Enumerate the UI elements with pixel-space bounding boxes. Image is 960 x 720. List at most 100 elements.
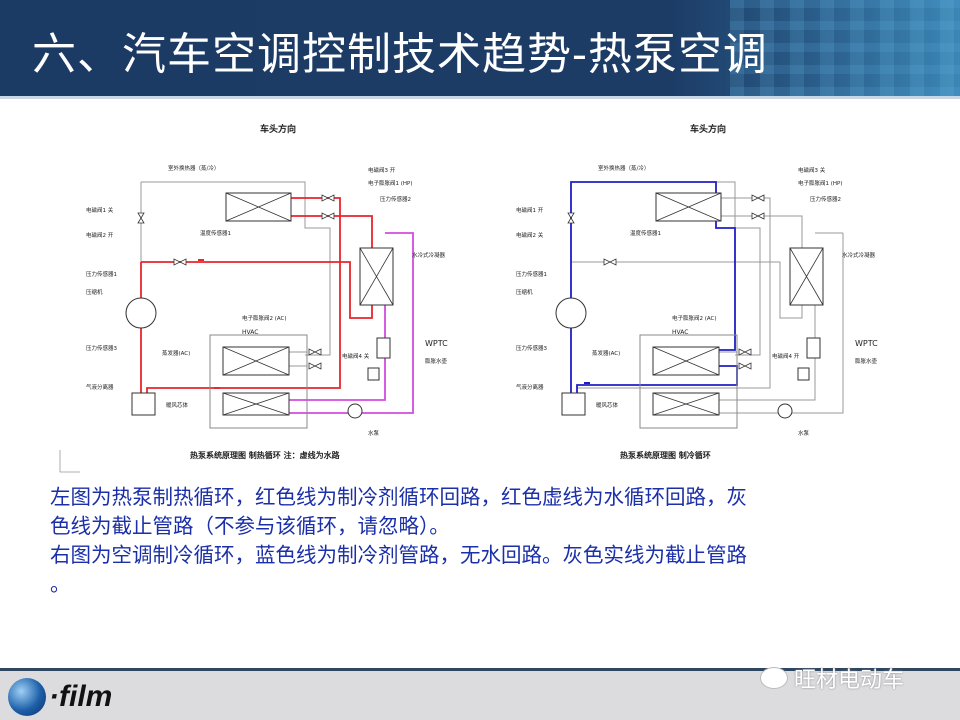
description-line: 右图为空调制冷循环，蓝色线为制冷剂管路，无水回路。灰色实线为截止管路: [50, 543, 747, 567]
label-compressor: 压缩机: [516, 288, 533, 296]
header-decoration: [730, 0, 960, 96]
label-valve1: 电磁阀1 开: [516, 206, 544, 214]
wptc-heater: [806, 337, 821, 359]
label-tank: 膨胀水壶: [855, 357, 878, 365]
ofilm-logo: ·film: [8, 678, 112, 716]
slide-header: 六、汽车空调控制技术趋势-热泵空调: [0, 0, 960, 96]
outdoor-heat-exchanger-cross: [655, 192, 722, 222]
wechat-icon: [760, 667, 788, 689]
valve3-icon: [321, 194, 335, 202]
label-outdoor-hx: 室外换热器（蒸/冷）: [598, 164, 649, 172]
label-outdoor-hx: 室外换热器（蒸/冷）: [168, 164, 219, 172]
label-direction: 车头方向: [690, 123, 726, 135]
valve2-icon: [603, 258, 617, 266]
description-line: 。: [50, 572, 71, 596]
label-temp-sensor1: 温度传感器1: [630, 229, 661, 237]
valve3-icon: [751, 194, 765, 202]
pump-icon: [777, 403, 793, 419]
logo-globe-icon: [8, 678, 46, 716]
exv1-icon: [751, 212, 765, 220]
label-water-hx: 水冷式冷凝器: [412, 251, 446, 259]
label-temp-sensor1: 温度传感器1: [200, 229, 231, 237]
inactive-water-pipe: [289, 232, 414, 414]
label-exv2: 电子膨胀阀2 (AC): [242, 314, 287, 322]
label-exv1: 电子膨胀阀1 (HP): [368, 179, 413, 187]
label-pump: 水泵: [798, 429, 810, 437]
label-caption: 热泵系统原理图 制冷循环: [620, 450, 711, 460]
compressor-icon: [125, 297, 157, 329]
label-caption: 热泵系统原理图 制热循环 注：虚线为水路: [190, 450, 341, 460]
label-heater-core: 暖风芯体: [596, 401, 619, 409]
description-text: 左图为热泵制热循环，红色线为制冷剂循环回路，红色虚线为水循环回路，灰 色线为截止…: [50, 483, 747, 599]
exv2-icon: [738, 348, 752, 356]
evaporator-cross: [652, 346, 720, 376]
wptc-heater: [376, 337, 391, 359]
refrigerant-loop: [140, 197, 373, 393]
exv1-icon: [321, 212, 335, 220]
label-valve4: 电磁阀4 关: [342, 352, 370, 360]
label-evaporator: 蒸发器(AC): [162, 349, 190, 357]
slide-title: 六、汽车空调控制技术趋势-热泵空调: [32, 29, 768, 80]
label-separator: 气液分离器: [86, 383, 114, 391]
label-exv1: 电子膨胀阀1 (HP): [798, 179, 843, 187]
label-evaporator: 蒸发器(AC): [592, 349, 620, 357]
logo-text: ·film: [49, 680, 113, 713]
valve1-icon: [137, 212, 145, 224]
label-pressure1: 压力传感器1: [86, 270, 117, 278]
label-valve2: 电磁阀2 关: [516, 231, 544, 239]
heater-core-cross: [652, 392, 720, 416]
water-loop: [289, 232, 414, 414]
gas-liquid-separator: [561, 392, 586, 416]
watermark: 旺材电动车: [760, 662, 904, 694]
label-exv2: 电子膨胀阀2 (AC): [672, 314, 717, 322]
valve4-icon: [308, 362, 322, 370]
label-pressure3: 压力传感器3: [86, 344, 118, 352]
slide-footer: [0, 671, 960, 720]
label-valve1: 电磁阀1 关: [86, 206, 114, 214]
label-direction: 车头方向: [260, 123, 296, 135]
label-valve4: 电磁阀4 开: [772, 352, 800, 360]
exv2-icon: [308, 348, 322, 356]
description-line: 左图为热泵制热循环，红色线为制冷剂循环回路，红色虚线为水循环回路，灰: [50, 485, 747, 509]
expansion-tank: [367, 367, 380, 381]
label-water-hx: 水冷式冷凝器: [842, 251, 876, 259]
label-pressure2: 压力传感器2: [380, 195, 411, 203]
label-valve3: 电磁阀3 开: [368, 166, 396, 174]
label-heater-core: 暖风芯体: [166, 401, 189, 409]
label-valve3: 电磁阀3 关: [798, 166, 826, 174]
water-cooled-condenser-cross: [789, 247, 824, 306]
valve4-icon: [738, 362, 752, 370]
label-wptc: WPTC: [855, 339, 878, 348]
label-valve2: 电磁阀2 开: [86, 231, 114, 239]
divider: [0, 96, 960, 99]
inactive-water-pipe: [719, 232, 844, 414]
evaporator-cross: [222, 346, 290, 376]
watermark-text: 旺材电动车: [794, 668, 905, 693]
label-pump: 水泵: [368, 429, 380, 437]
hvac-box: [639, 334, 738, 429]
label-tank: 膨胀水壶: [425, 357, 448, 365]
compressor-icon: [555, 297, 587, 329]
label-hvac: HVAC: [672, 329, 688, 336]
water-cooled-condenser-cross: [359, 247, 394, 306]
label-pressure2: 压力传感器2: [810, 195, 841, 203]
expansion-tank: [797, 367, 810, 381]
heater-core-cross: [222, 392, 290, 416]
description-line: 色线为截止管路（不参与该循环，请忽略）。: [50, 514, 450, 538]
label-compressor: 压缩机: [86, 288, 103, 296]
ucs-axis-icon: [59, 450, 80, 473]
valve1-icon: [567, 212, 575, 224]
label-separator: 气液分离器: [516, 383, 544, 391]
inactive-pipe: [141, 181, 331, 356]
outdoor-heat-exchanger-cross: [225, 192, 292, 222]
label-pressure3: 压力传感器3: [516, 344, 548, 352]
pump-icon: [347, 403, 363, 419]
hvac-box: [209, 334, 308, 429]
gas-liquid-separator: [131, 392, 156, 416]
valve2-icon: [173, 258, 187, 266]
label-hvac: HVAC: [242, 329, 258, 336]
label-pressure1: 压力传感器1: [516, 270, 547, 278]
flow-arrow-icon: [198, 259, 220, 389]
